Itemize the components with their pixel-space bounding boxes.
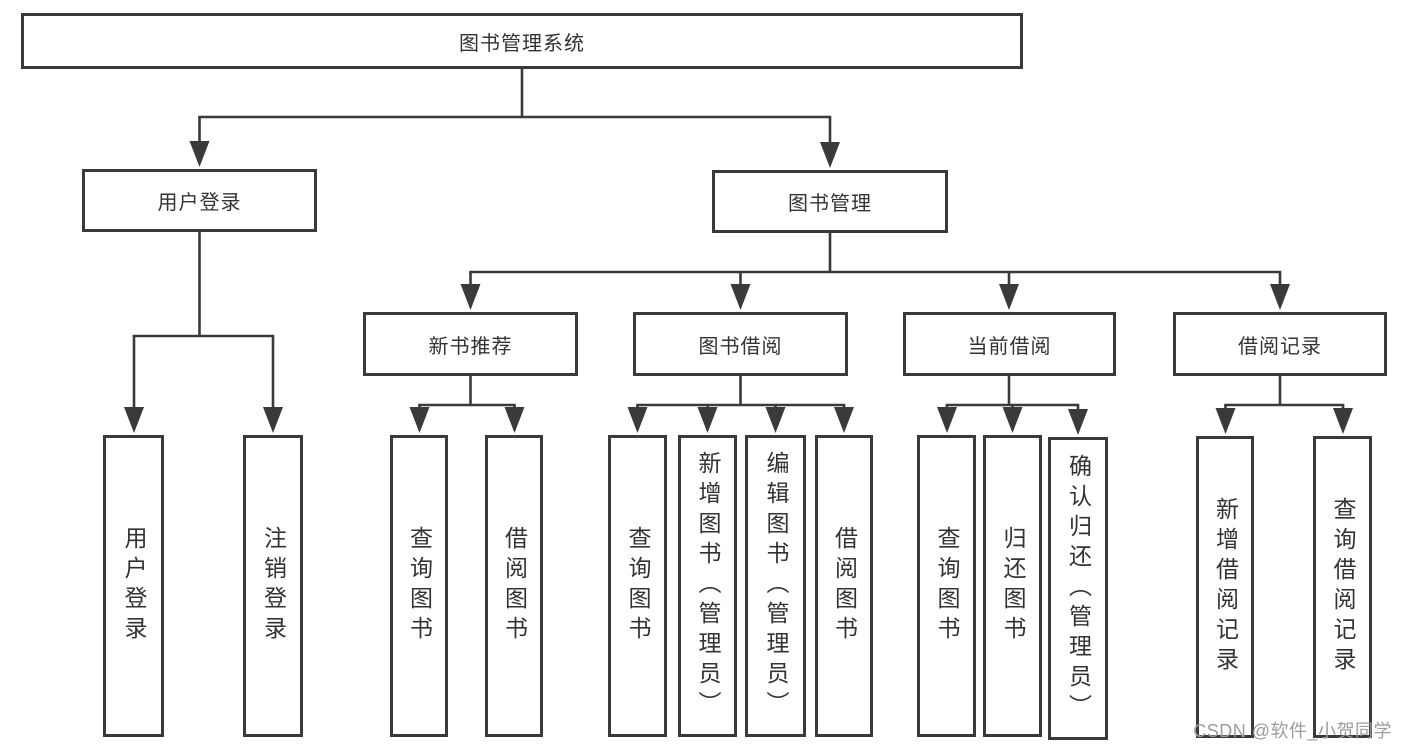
- node-new-book-recommend: 新书推荐: [363, 312, 578, 376]
- node-label: 查询借阅记录: [1330, 497, 1356, 677]
- node-label: 查询图书: [934, 526, 960, 646]
- leaf-newbook-query-books: 查询图书: [390, 435, 448, 737]
- node-label: 借阅图书: [501, 526, 528, 646]
- leaf-user-login: 用户登录: [103, 435, 164, 737]
- node-label: 查询图书: [625, 526, 651, 646]
- node-label: 归还图书: [1000, 526, 1026, 646]
- leaf-borrow-borrow-books: 借阅图书: [815, 435, 873, 737]
- node-label: 确认归还（管理员）: [1065, 453, 1092, 724]
- leaf-borrow-add-books-admin: 新增图书（管理员）: [678, 435, 737, 737]
- node-user-login: 用户登录: [82, 169, 317, 232]
- node-label: 图书借阅: [698, 335, 783, 358]
- node-label: 图书管理系统: [459, 32, 585, 55]
- node-label: 查询图书: [406, 526, 433, 646]
- leaf-records-add-record: 新增借阅记录: [1196, 436, 1254, 738]
- leaf-borrow-edit-books-admin: 编辑图书（管理员）: [745, 435, 806, 737]
- node-label: 图书管理: [788, 193, 872, 215]
- watermark: CSDN @软件_小贺同学: [1193, 721, 1392, 741]
- leaf-current-query-books: 查询图书: [917, 435, 976, 737]
- node-current-borrow: 当前借阅: [903, 312, 1116, 376]
- leaf-borrow-query-books: 查询图书: [608, 435, 667, 737]
- leaf-records-query-record: 查询借阅记录: [1313, 436, 1372, 738]
- node-label: 新书推荐: [428, 335, 513, 358]
- leaf-newbook-borrow-books: 借阅图书: [485, 435, 543, 737]
- leaf-current-return-books: 归还图书: [983, 435, 1042, 737]
- node-label: 新增图书（管理员）: [695, 451, 721, 721]
- node-label: 注销登录: [260, 526, 287, 646]
- leaf-current-confirm-return-admin: 确认归还（管理员）: [1048, 437, 1108, 740]
- node-label: 新增借阅记录: [1212, 497, 1239, 677]
- node-library-system: 图书管理系统: [21, 13, 1023, 69]
- node-book-management: 图书管理: [712, 170, 948, 233]
- node-label: 当前借阅: [967, 335, 1052, 358]
- node-label: 借阅图书: [831, 526, 858, 646]
- node-borrow-records: 借阅记录: [1173, 312, 1387, 376]
- node-label: 用户登录: [157, 192, 242, 214]
- leaf-logout: 注销登录: [243, 435, 303, 737]
- node-label: 借阅记录: [1238, 335, 1322, 358]
- node-book-borrow: 图书借阅: [633, 312, 848, 376]
- node-label: 用户登录: [121, 526, 147, 646]
- node-label: 编辑图书（管理员）: [763, 451, 789, 721]
